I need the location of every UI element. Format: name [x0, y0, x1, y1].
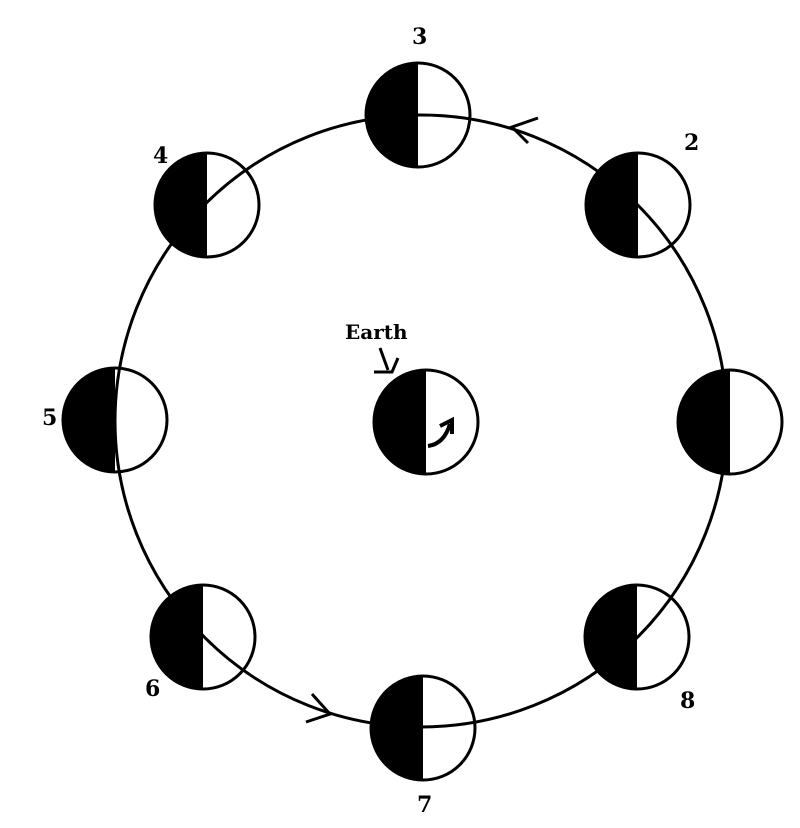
earth-label: Earth: [345, 320, 408, 344]
earth: [372, 368, 480, 476]
moon-dark-half: [151, 585, 203, 689]
moon-1: [678, 370, 782, 474]
orbit-arrow-top-icon: [509, 116, 539, 145]
moon-outline: [584, 151, 692, 259]
moon-dark-half: [585, 585, 637, 689]
moon-dark-half: [586, 153, 638, 257]
moon-outline: [153, 151, 261, 259]
moon-label-8: 8: [680, 688, 695, 714]
moon-outline: [369, 674, 477, 782]
moon-outline: [583, 583, 691, 691]
moon-outline: [149, 583, 257, 691]
moon-outline: [364, 61, 472, 169]
rotation-arrow-icon: [427, 416, 454, 448]
moon-outline: [61, 366, 169, 474]
moon-label-7: 7: [417, 792, 432, 818]
orbit-circle: [113, 113, 729, 729]
earth-outline: [372, 368, 480, 476]
earth-dark-half: [374, 370, 426, 474]
orbit-arrow-bottom-icon: [305, 692, 333, 724]
moon-label-6: 6: [145, 676, 160, 702]
moon-outline: [676, 368, 784, 476]
moon-dark-half: [371, 676, 423, 780]
moon-labels: 2 3 4 5 6 7 8: [42, 24, 699, 818]
moon-dark-half: [63, 368, 115, 472]
moon-dark-half: [678, 370, 730, 474]
moon-label-4: 4: [153, 143, 168, 169]
moon-dark-half: [155, 153, 207, 257]
earth-pointer-arrow-icon: [374, 347, 400, 374]
moon-label-5: 5: [42, 405, 57, 431]
moon-label-2: 2: [684, 130, 699, 156]
moon-label-3: 3: [412, 24, 427, 50]
